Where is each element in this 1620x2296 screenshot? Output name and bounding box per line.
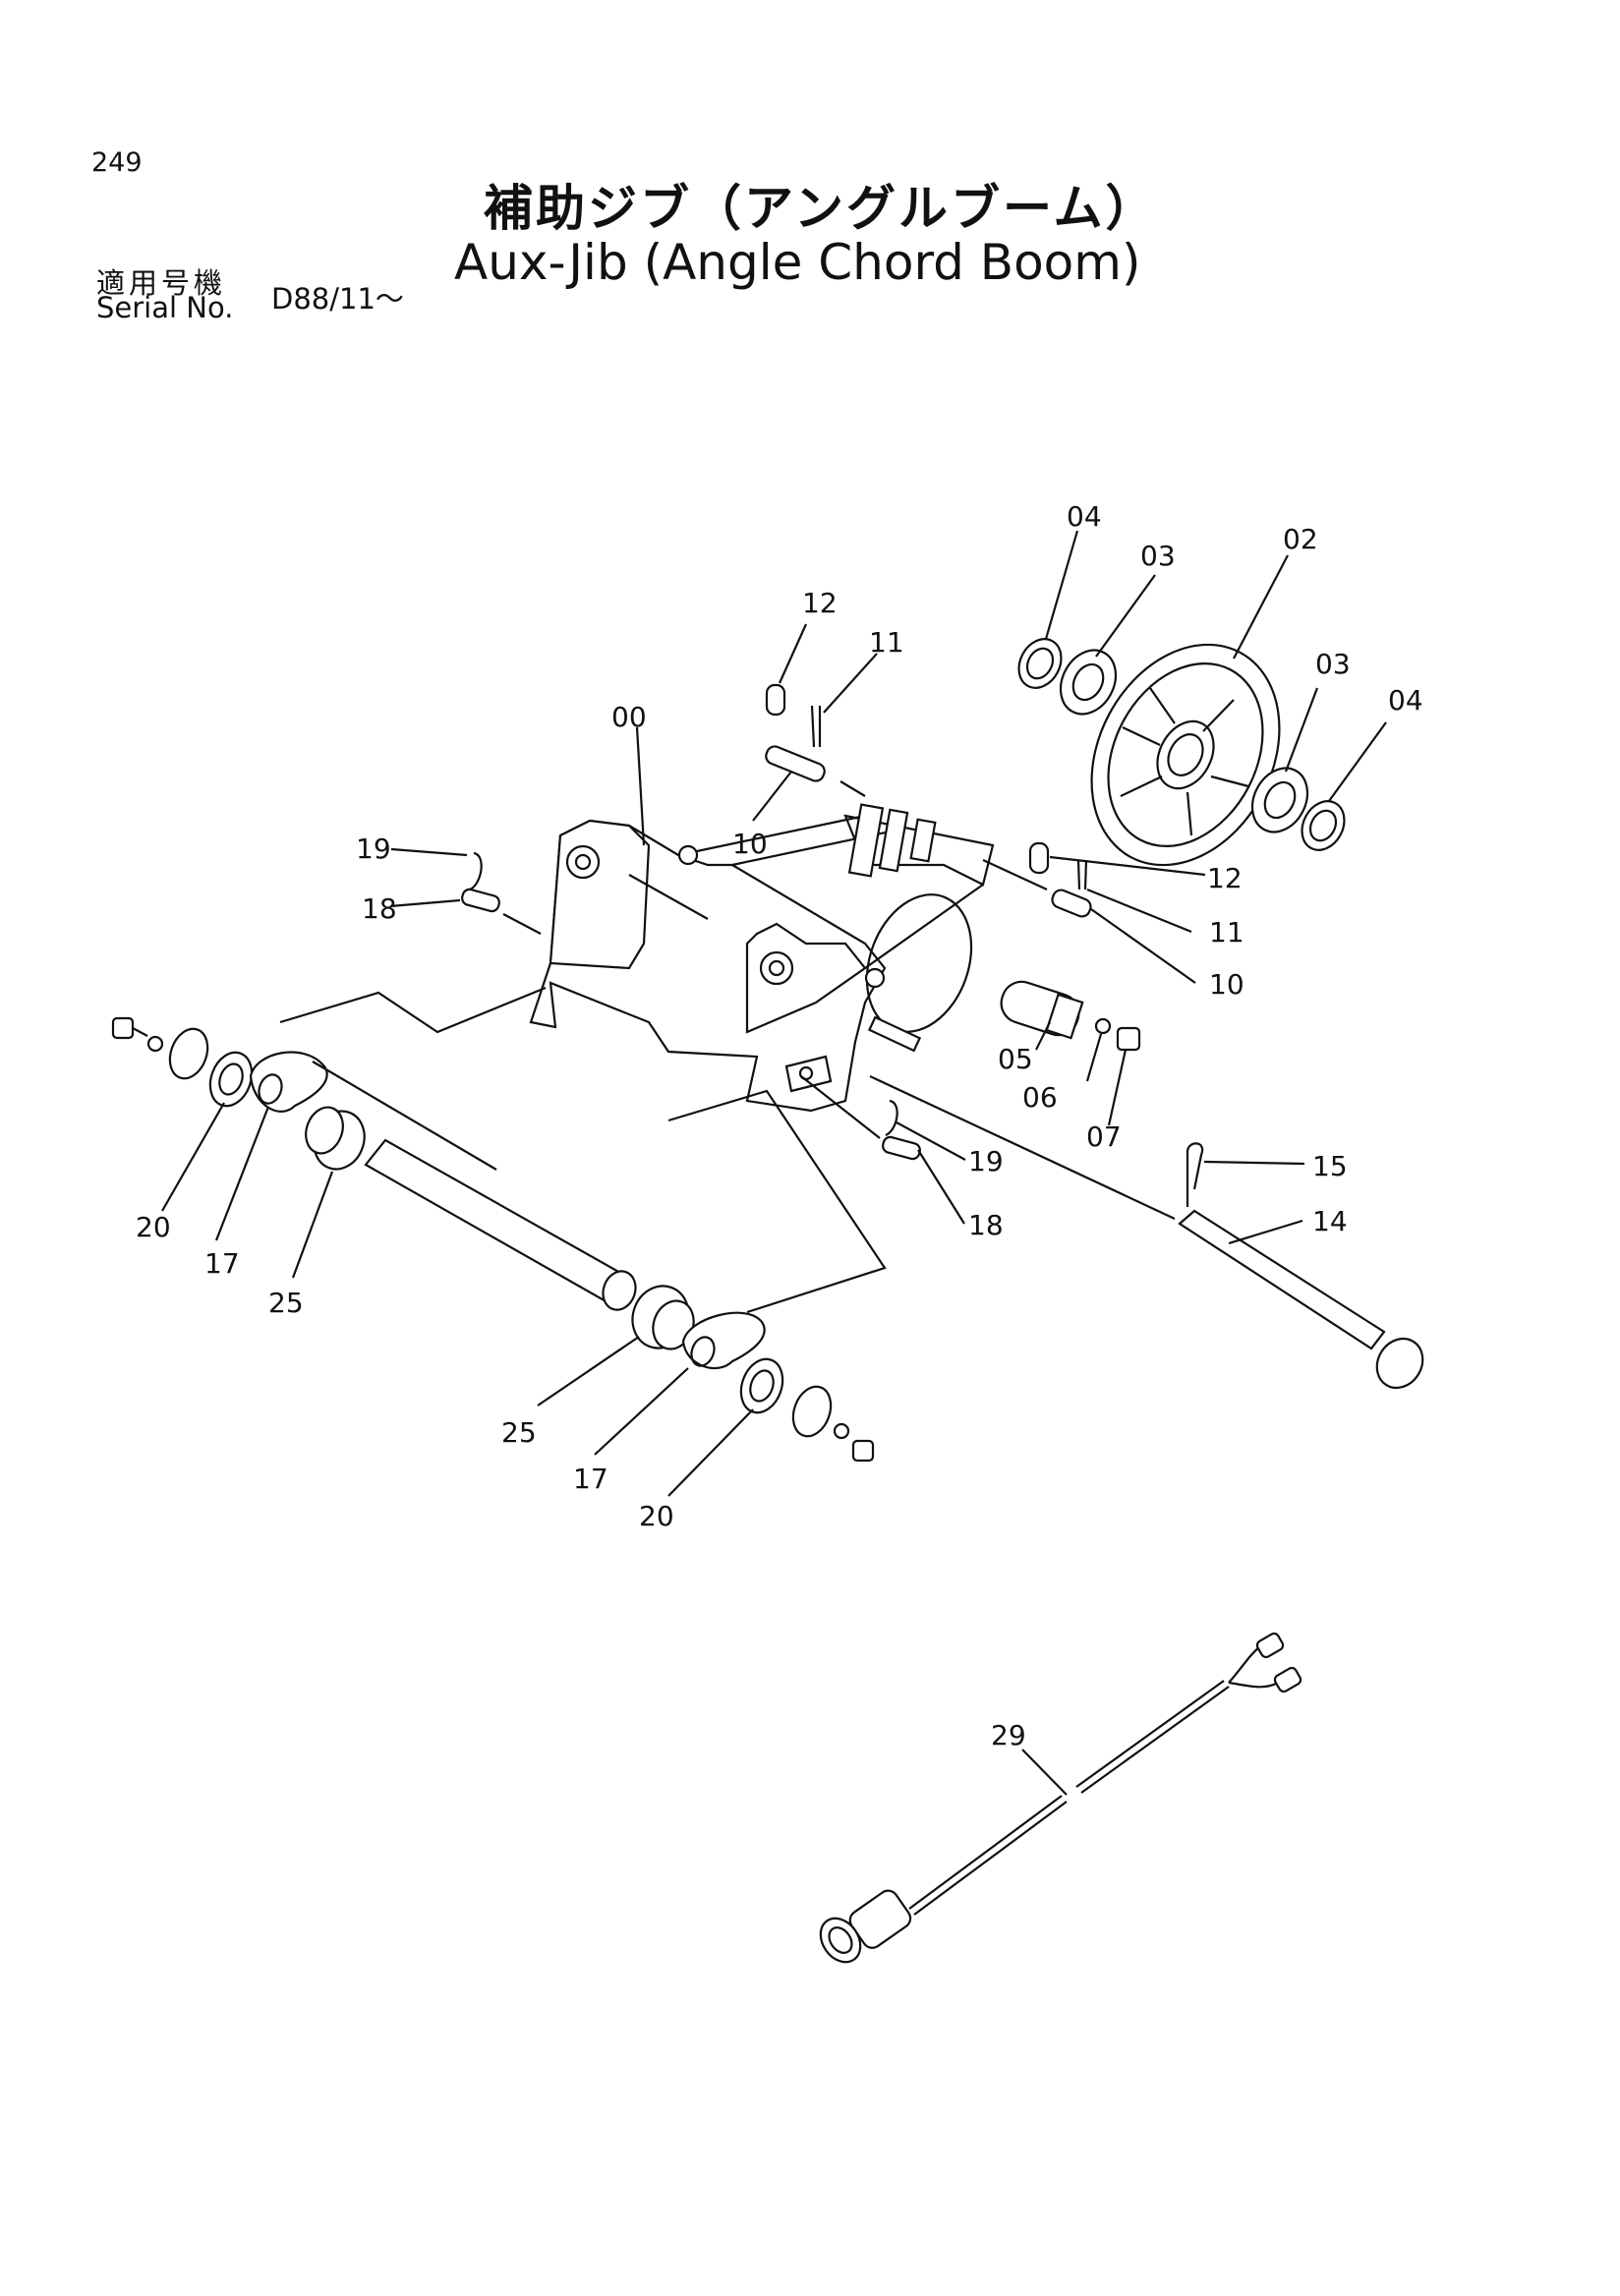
label-14: 14	[1312, 1205, 1348, 1237]
label-20-left: 20	[136, 1211, 171, 1243]
label-19-upper: 19	[356, 832, 391, 865]
cotter-pin-11-right	[1076, 859, 1088, 890]
label-10-top: 10	[732, 828, 768, 860]
washer-06	[1094, 1017, 1112, 1035]
label-05: 05	[998, 1043, 1033, 1075]
serial-label-english: Serial No.	[96, 291, 234, 324]
pin-18-upper	[461, 888, 542, 935]
part-labels: 04 03 02 03 04 12 11 00 10 19 18 12 11 1…	[136, 500, 1423, 1751]
plate-left	[168, 1027, 209, 1080]
bearing-03-right	[1250, 767, 1309, 833]
bushing-25-left	[305, 1106, 366, 1171]
label-29: 29	[991, 1719, 1026, 1751]
plate-right	[791, 1385, 833, 1438]
clip-19-upper	[469, 851, 483, 891]
leader-lines	[161, 530, 1387, 1796]
label-25-left: 25	[268, 1287, 304, 1319]
page-number: 249	[91, 147, 143, 178]
cotter-pin-11-top	[810, 705, 822, 748]
washer-20-right	[739, 1357, 784, 1414]
label-03-top: 03	[1140, 540, 1176, 572]
label-17-left: 17	[204, 1247, 240, 1280]
shaft	[364, 1138, 637, 1311]
label-02: 02	[1283, 523, 1318, 555]
bushing-25-right	[631, 1285, 695, 1350]
long-pin-14	[869, 1075, 1424, 1390]
aux-jib-frame	[529, 803, 995, 1113]
bearing-03-left	[1059, 649, 1118, 716]
label-00: 00	[611, 701, 647, 733]
bolt-07	[1116, 1026, 1141, 1052]
label-04-right: 04	[1388, 684, 1423, 717]
bolt-right	[851, 1439, 875, 1463]
label-07: 07	[1086, 1120, 1122, 1153]
label-10-right: 10	[1209, 968, 1244, 1001]
label-17-right: 17	[573, 1463, 608, 1495]
title-english: Aux-Jib (Angle Chord Boom)	[454, 234, 1141, 291]
label-12-top: 12	[802, 587, 838, 619]
label-12-right: 12	[1207, 862, 1243, 894]
seal-04-right	[1301, 800, 1346, 851]
lockwasher-left	[146, 1035, 164, 1053]
label-11-top: 11	[869, 626, 904, 659]
clip-19-lower	[885, 1099, 898, 1137]
label-15: 15	[1312, 1150, 1348, 1182]
seal-04-left	[1017, 638, 1063, 689]
label-11-right: 11	[1209, 916, 1244, 948]
bolt-left	[111, 1016, 148, 1040]
limit-switch-05	[1000, 980, 1084, 1040]
clip-15	[1186, 1142, 1204, 1207]
plate-17-left	[249, 1051, 328, 1113]
cap-12-top	[765, 683, 786, 717]
serial-label-japanese: 適用号機	[96, 266, 227, 300]
plate-17-right	[681, 1311, 766, 1370]
label-06: 06	[1022, 1081, 1058, 1114]
harness-cable-29	[819, 1632, 1302, 1964]
cap-12-right	[1028, 841, 1050, 875]
lockwasher-right	[833, 1422, 850, 1440]
washer-20-left	[208, 1051, 254, 1108]
label-20-right: 20	[639, 1500, 674, 1532]
assembly-lines	[279, 986, 887, 1314]
label-19-lower: 19	[968, 1145, 1004, 1177]
pin-10-right	[982, 859, 1092, 918]
label-18-upper: 18	[362, 892, 397, 925]
label-25-right: 25	[501, 1416, 537, 1449]
pin-10-top	[765, 745, 866, 797]
label-03-right: 03	[1315, 648, 1351, 680]
label-04-top: 04	[1067, 500, 1102, 533]
serial-value: D88/11～	[271, 282, 404, 316]
title-japanese: 補助ジブ（アングルブーム）	[484, 180, 1158, 237]
label-18-lower: 18	[968, 1209, 1004, 1241]
